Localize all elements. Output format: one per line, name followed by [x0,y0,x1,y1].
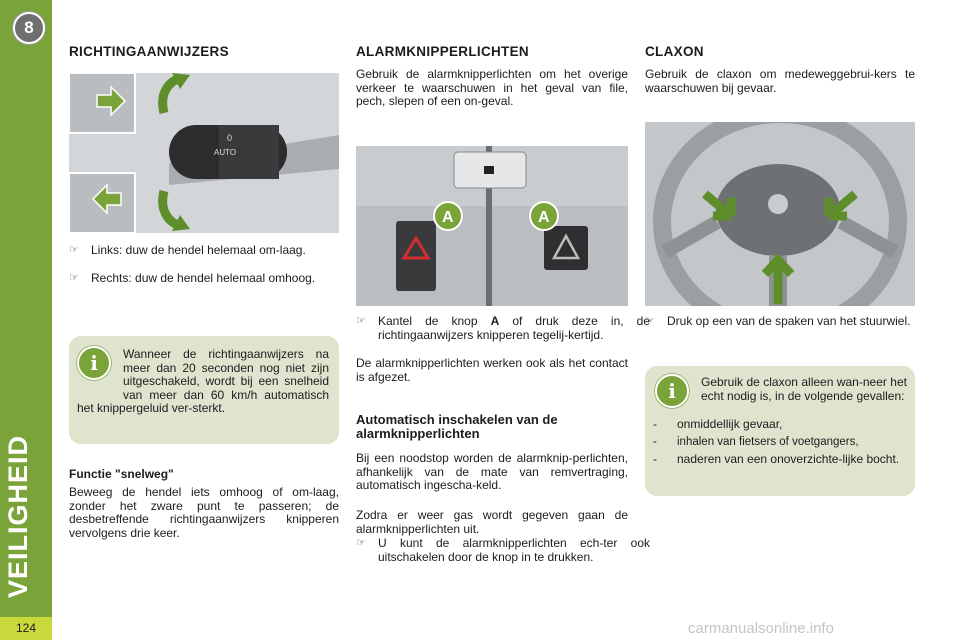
list-dash: - [653,452,657,466]
list-item-text: onmiddellijk gevaar, [677,417,783,431]
chapter-number-badge: 8 [13,12,45,44]
list-item: - onmiddellijk gevaar, [653,417,907,432]
auto-hazard-title: Automatisch inschakelen van de alarmknip… [356,412,558,441]
turn-signal-lever-image: 0 AUTO [69,73,339,233]
hazard-button-illustration: A A [356,146,628,306]
alarmknipperlichten-title: ALARMKNIPPERLICHTEN [356,44,529,59]
turn-signal-lever-illustration: 0 AUTO [69,73,339,233]
list-item: - naderen van een onoverzichte-lijke boch… [653,452,907,467]
bullet-rechts: ☞ Rechts: duw de hendel helemaal omhoog. [69,271,359,286]
bullet-kantel-prefix: Kantel de knop [378,314,491,328]
steering-wheel-illustration [645,122,915,306]
contact-text: De alarmknipperlichten werken ook als he… [356,356,628,384]
list-item-text: inhalen van fietsers of voetgangers, [677,435,859,448]
section-title-vertical: VEILIGHEID [3,434,33,598]
claxon-intro: Gebruik de claxon om medeweggebrui-kers … [645,67,915,95]
pointer-icon: ☞ [645,315,655,327]
page-number: 124 [0,617,52,640]
bullet-uitschakelen: ☞ U kunt de alarmknipperlichten ech-ter … [356,536,650,564]
info-icon: i [77,346,111,380]
label-a-left: A [442,209,454,226]
hazard-button-image: A A [356,146,628,306]
bullet-links: ☞ Links: duw de hendel helemaal om-laag. [69,243,359,258]
info-icon: i [655,374,689,408]
info-text-claxon: Gebruik de claxon alleen wan-neer het ec… [701,375,907,403]
watermark: carmanualsonline.info [688,620,834,637]
bullet-kantel: ☞ Kantel de knop A of druk deze in, de r… [356,314,650,342]
info-box-claxon: i Gebruik de claxon alleen wan-neer het … [645,366,915,496]
list-item-text: naderen van een onoverzichte-lijke bocht… [677,452,900,466]
pointer-icon: ☞ [69,244,79,256]
bullet-druk: ☞ Druk op een van de spaken van het stuu… [645,314,937,329]
bullet-uitschakelen-text: U kunt de alarmknipperlichten ech-ter oo… [378,536,650,564]
auto-hazard-text-2: Zodra er weer gas wordt gegeven gaan de … [356,508,628,536]
label-a-right: A [538,209,550,226]
highway-function-text: Beweeg de hendel iets omhoog of om-laag,… [69,485,339,540]
button-a-ref: A [490,314,500,328]
steering-wheel-image [645,122,915,306]
bullet-kantel-suffix: of druk deze in, de richtingaanwijzers k… [378,314,650,342]
info-text-content: Wanneer de richtingaanwijzers na meer da… [77,347,329,415]
richtingaanwijzers-title: RICHTINGAANWIJZERS [69,44,229,59]
lever-zero-label: 0 [227,133,232,143]
list-dash: - [653,435,657,448]
pointer-icon: ☞ [69,272,79,284]
highway-function-title: Functie "snelweg" [69,467,174,481]
list-item: - inhalen van fietsers of voetgangers, [653,436,907,450]
auto-hazard-text-1: Bij een noodstop worden de alarmknip-per… [356,451,628,492]
bullet-links-text: Links: duw de hendel helemaal om-laag. [91,243,306,257]
bullet-druk-text: Druk op een van de spaken van het stuurw… [667,314,911,328]
lever-auto-label: AUTO [214,148,236,157]
bullet-rechts-text: Rechts: duw de hendel helemaal omhoog. [91,271,316,285]
claxon-list: - onmiddellijk gevaar, - inhalen van fiets… [653,417,907,467]
pointer-icon: ☞ [356,315,366,327]
info-text-richtingaanwijzers: Wanneer de richtingaanwijzers na meer da… [77,347,329,416]
alarmknipperlichten-intro: Gebruik de alarmknipperlichten om het ov… [356,67,628,108]
claxon-title: CLAXON [645,44,704,59]
info-box-richtingaanwijzers: i Wanneer de richtingaanwijzers na meer … [69,336,339,444]
chapter-sidebar [0,0,52,640]
pointer-icon: ☞ [356,537,366,549]
list-dash: - [653,417,657,431]
